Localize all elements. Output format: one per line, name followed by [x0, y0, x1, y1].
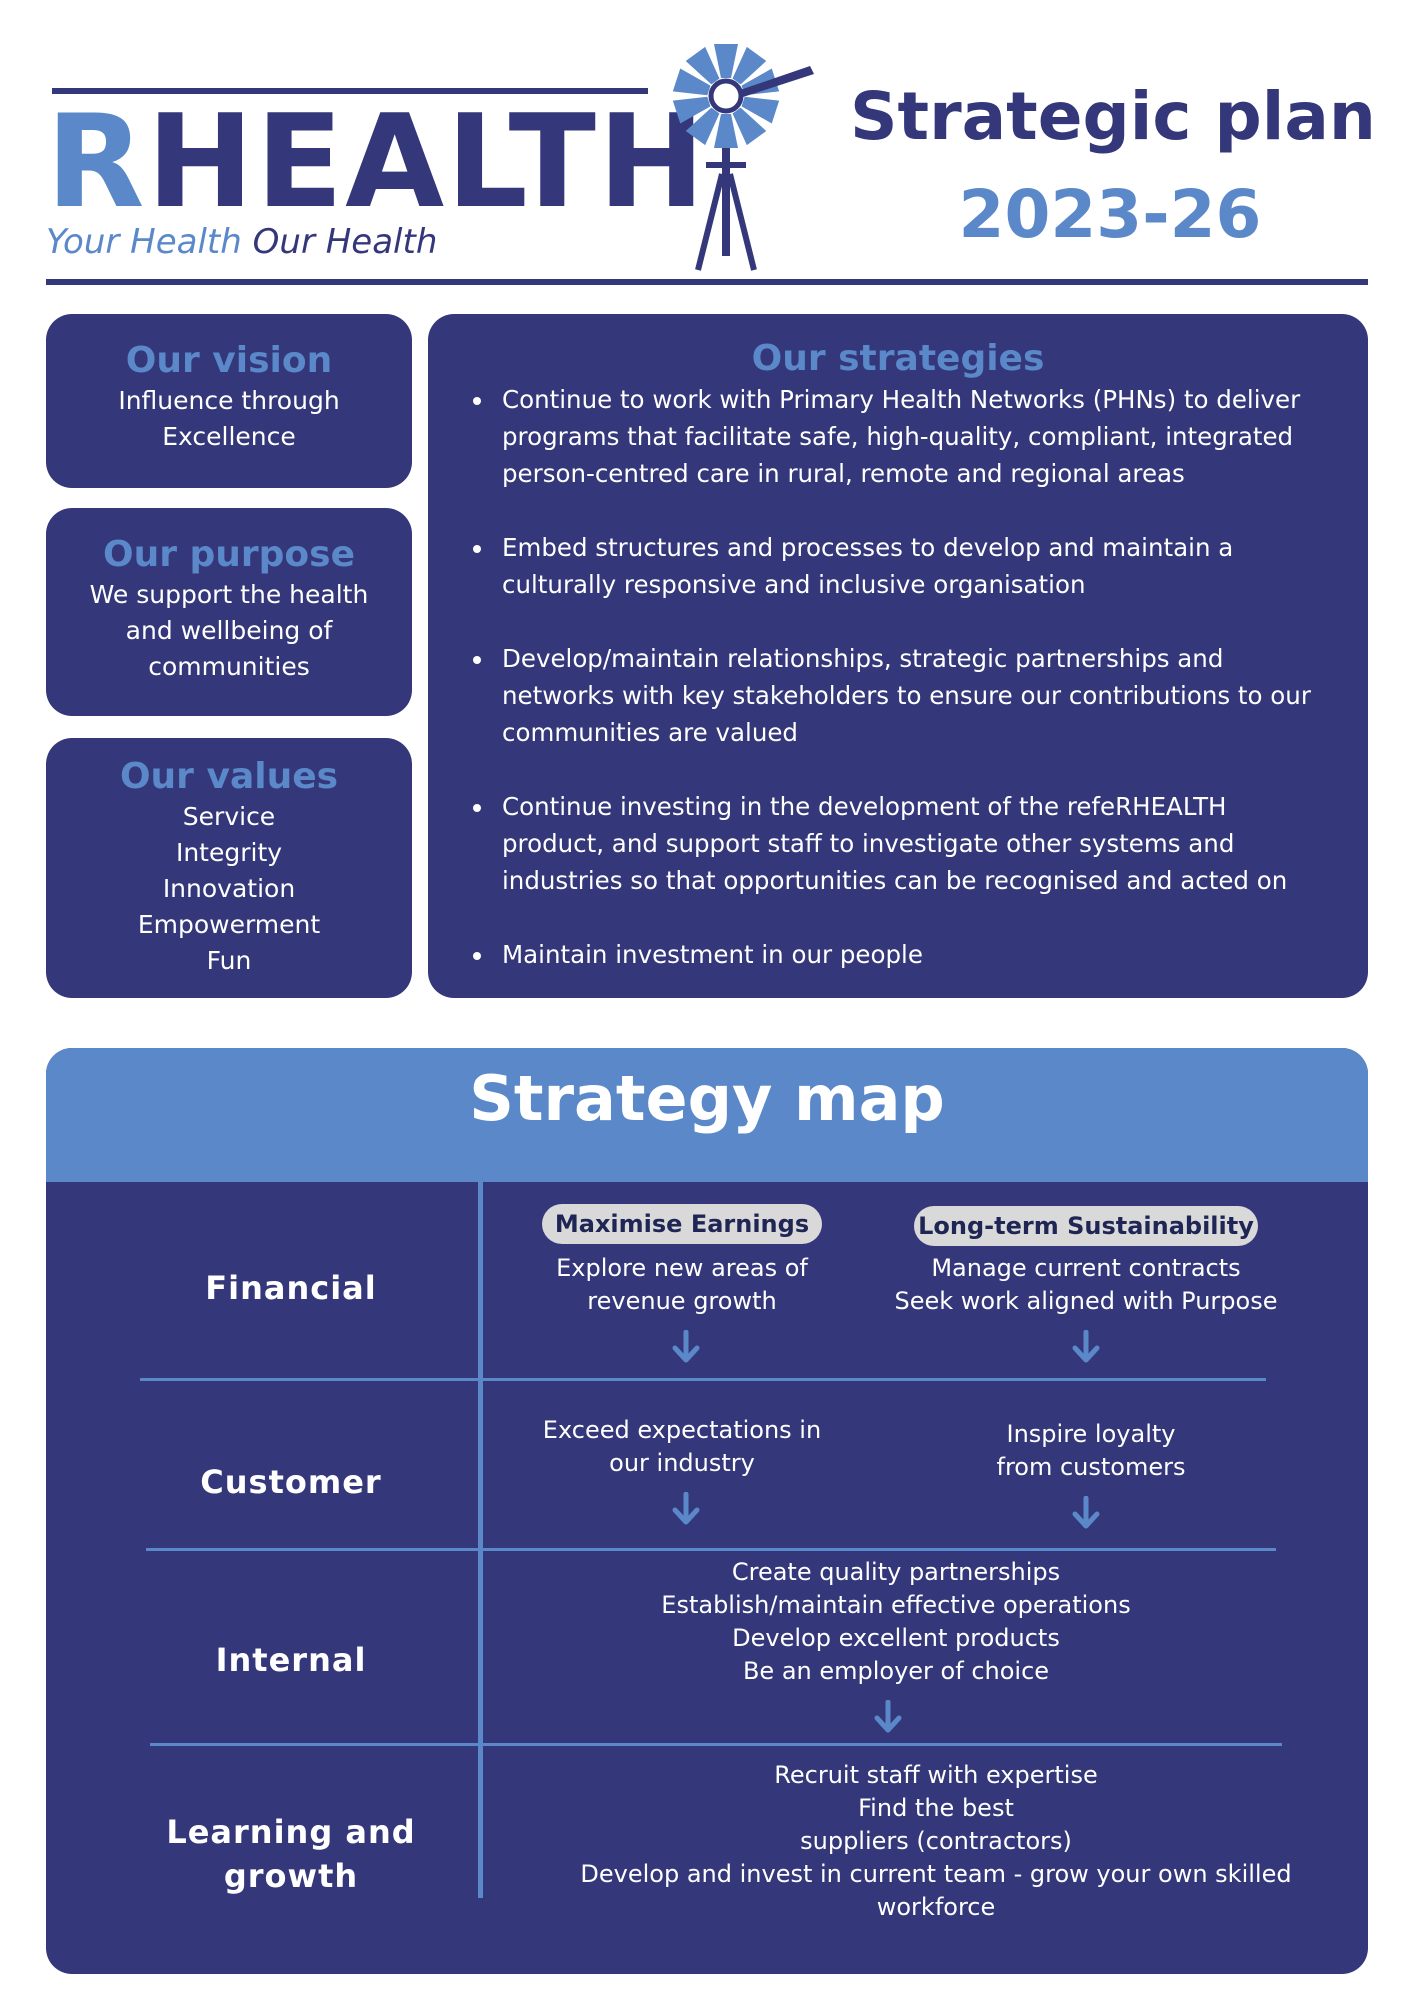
purpose-panel: Our purpose We support the health and we…	[46, 508, 412, 716]
learning-line: Recruit staff with expertise	[774, 1761, 1098, 1789]
strategy-map-header	[46, 1048, 1368, 1182]
customer-left-line: our industry	[609, 1449, 755, 1477]
windmill-icon	[672, 44, 814, 271]
customer-right-line: from customers	[996, 1453, 1186, 1481]
vision-line: Excellence	[162, 422, 296, 451]
pill-long-term-sustainability: Long-term Sustainability	[914, 1206, 1258, 1246]
row-label-customer: Customer	[200, 1463, 382, 1501]
plan-title: Strategic plan	[850, 78, 1376, 155]
arrow-down-icon	[1072, 1330, 1100, 1363]
strategy-item: Develop/maintain relationships, strategi…	[473, 640, 1368, 751]
value-item: Empowerment	[137, 910, 321, 939]
rhealth-logo: RHEALTH	[46, 88, 707, 238]
map-row-divider	[146, 1548, 1276, 1551]
strategies-list: Continue to work with Primary Health Net…	[428, 381, 1368, 973]
map-column-divider	[478, 1182, 483, 1898]
map-row-divider	[140, 1378, 1266, 1381]
learning-line: suppliers (contractors)	[800, 1827, 1072, 1855]
row-label-learning-line: growth	[223, 1857, 359, 1895]
header-bottom-rule	[46, 279, 1368, 285]
learning-text: Recruit staff with expertise Find the be…	[546, 1759, 1326, 1924]
strategy-text: Develop/maintain relationships, strategi…	[502, 644, 1311, 747]
bullet-icon	[473, 656, 481, 664]
learning-line: Develop and invest in current team - gro…	[580, 1860, 1292, 1888]
strategies-title: Our strategies	[751, 338, 1045, 379]
strategy-item: Continue to work with Primary Health Net…	[473, 381, 1368, 492]
financial-left-line: revenue growth	[587, 1287, 777, 1315]
bullet-icon	[473, 545, 481, 553]
strategy-text: Continue investing in the development of…	[502, 792, 1288, 895]
logo-lead-letter: R	[46, 88, 147, 237]
logo-rest: HEALTH	[146, 88, 707, 237]
financial-right-line: Manage current contracts	[931, 1254, 1241, 1282]
strategy-text: Continue to work with Primary Health Net…	[502, 385, 1301, 488]
financial-left-text: Explore new areas of revenue growth	[532, 1252, 832, 1318]
learning-line: Find the best	[858, 1794, 1014, 1822]
tagline-part-a: Your Health	[46, 222, 242, 262]
vision-title: Our vision	[125, 340, 333, 381]
bullet-icon	[473, 397, 481, 405]
internal-text: Create quality partnerships Establish/ma…	[646, 1556, 1146, 1688]
map-row-divider	[150, 1743, 1282, 1746]
financial-right-text: Manage current contracts Seek work align…	[886, 1252, 1286, 1318]
value-item: Service	[182, 802, 276, 831]
purpose-line: and wellbeing of	[125, 616, 333, 645]
vision-panel: Our vision Influence through Excellence	[46, 314, 412, 488]
purpose-line: communities	[148, 652, 310, 681]
customer-right-line: Inspire loyalty	[1006, 1420, 1176, 1448]
tagline-part-b: Our Health	[252, 222, 438, 262]
strategy-map-title: Strategy map	[469, 1062, 945, 1135]
arrow-down-icon	[1072, 1496, 1100, 1529]
purpose-title: Our purpose	[102, 534, 356, 575]
arrow-down-icon	[874, 1700, 902, 1733]
purpose-line: We support the health	[89, 580, 369, 609]
learning-line: workforce	[876, 1893, 996, 1921]
plan-years: 2023-26	[958, 176, 1262, 253]
strategy-text: Maintain investment in our people	[502, 940, 923, 969]
arrow-down-icon	[672, 1330, 700, 1363]
internal-line: Develop excellent products	[732, 1624, 1060, 1652]
customer-left-text: Exceed expectations in our industry	[532, 1414, 832, 1480]
row-label-financial: Financial	[205, 1269, 377, 1307]
vision-line: Influence through	[118, 386, 340, 415]
financial-right-line: Seek work aligned with Purpose	[894, 1287, 1278, 1315]
customer-right-text: Inspire loyalty from customers	[936, 1418, 1246, 1484]
strategies-panel: Our strategies Continue to work with Pri…	[428, 314, 1368, 998]
strategy-item: Continue investing in the development of…	[473, 788, 1368, 899]
values-panel: Our values Service Integrity Innovation …	[46, 738, 412, 998]
row-label-learning-line: Learning and	[166, 1813, 416, 1851]
row-label-learning: Learning and growth	[106, 1810, 476, 1898]
header-top-rule	[52, 88, 648, 94]
internal-line: Be an employer of choice	[742, 1657, 1050, 1685]
strategy-text: Embed structures and processes to develo…	[502, 533, 1234, 599]
pill-maximise-earnings: Maximise Earnings	[542, 1204, 822, 1244]
strategy-item: Embed structures and processes to develo…	[473, 529, 1368, 603]
values-title: Our values	[119, 756, 339, 797]
value-item: Fun	[206, 946, 252, 975]
arrow-down-icon	[672, 1492, 700, 1525]
internal-line: Establish/maintain effective operations	[661, 1591, 1131, 1619]
internal-line: Create quality partnerships	[731, 1558, 1061, 1586]
strategy-item: Maintain investment in our people	[473, 936, 1368, 973]
bullet-icon	[473, 804, 481, 812]
value-item: Integrity	[175, 838, 283, 867]
customer-left-line: Exceed expectations in	[542, 1416, 822, 1444]
row-label-internal: Internal	[215, 1641, 367, 1679]
bullet-icon	[473, 952, 481, 960]
financial-left-line: Explore new areas of	[556, 1254, 808, 1282]
strategy-map: Strategy map Financial Customer Internal…	[46, 1048, 1368, 1974]
logo-tagline: Your Health Our Health	[46, 222, 437, 262]
value-item: Innovation	[162, 874, 296, 903]
